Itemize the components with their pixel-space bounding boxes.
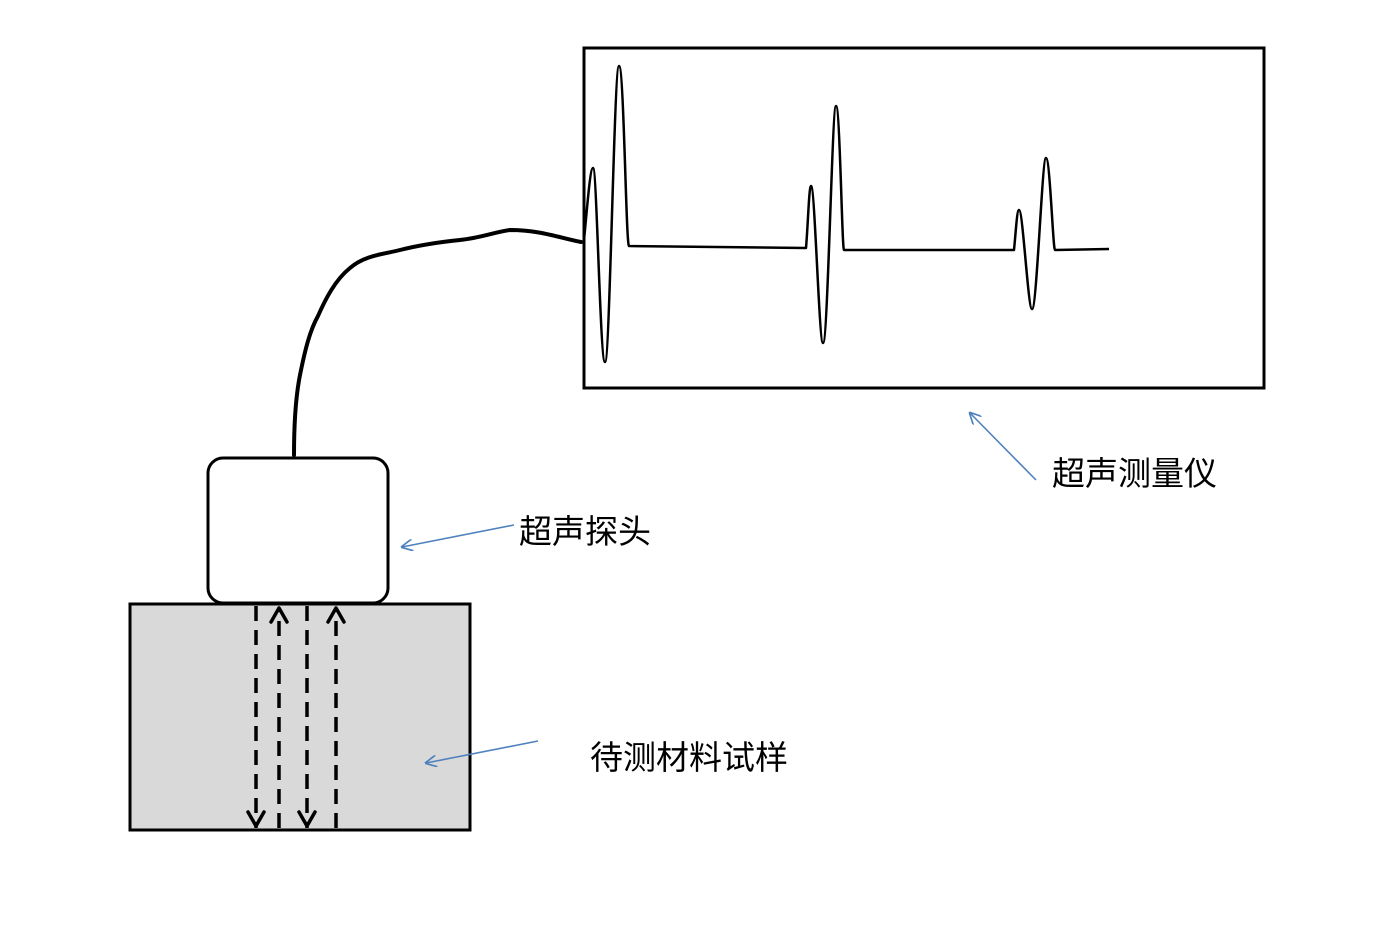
probe-cable <box>292 227 583 457</box>
down-arrowhead-1 <box>246 810 266 828</box>
instrument-screen <box>582 46 1266 390</box>
specimen-pointer-arrow <box>426 740 539 763</box>
echo-waveform <box>582 64 1110 364</box>
specimen-block <box>128 602 472 832</box>
instrument-label: 超声测量仪 <box>1052 454 1217 493</box>
up-arrowhead-2 <box>326 606 346 624</box>
up-arrowhead-1 <box>269 606 289 624</box>
wave-paths <box>246 606 346 828</box>
down-arrowhead-2 <box>297 810 317 828</box>
ultrasonic-probe <box>206 456 390 605</box>
instrument-pointer-arrow <box>970 413 1037 481</box>
probe-pointer-arrow <box>402 524 515 547</box>
specimen-label: 待测材料试样 <box>590 738 788 777</box>
probe-label: 超声探头 <box>519 512 651 551</box>
